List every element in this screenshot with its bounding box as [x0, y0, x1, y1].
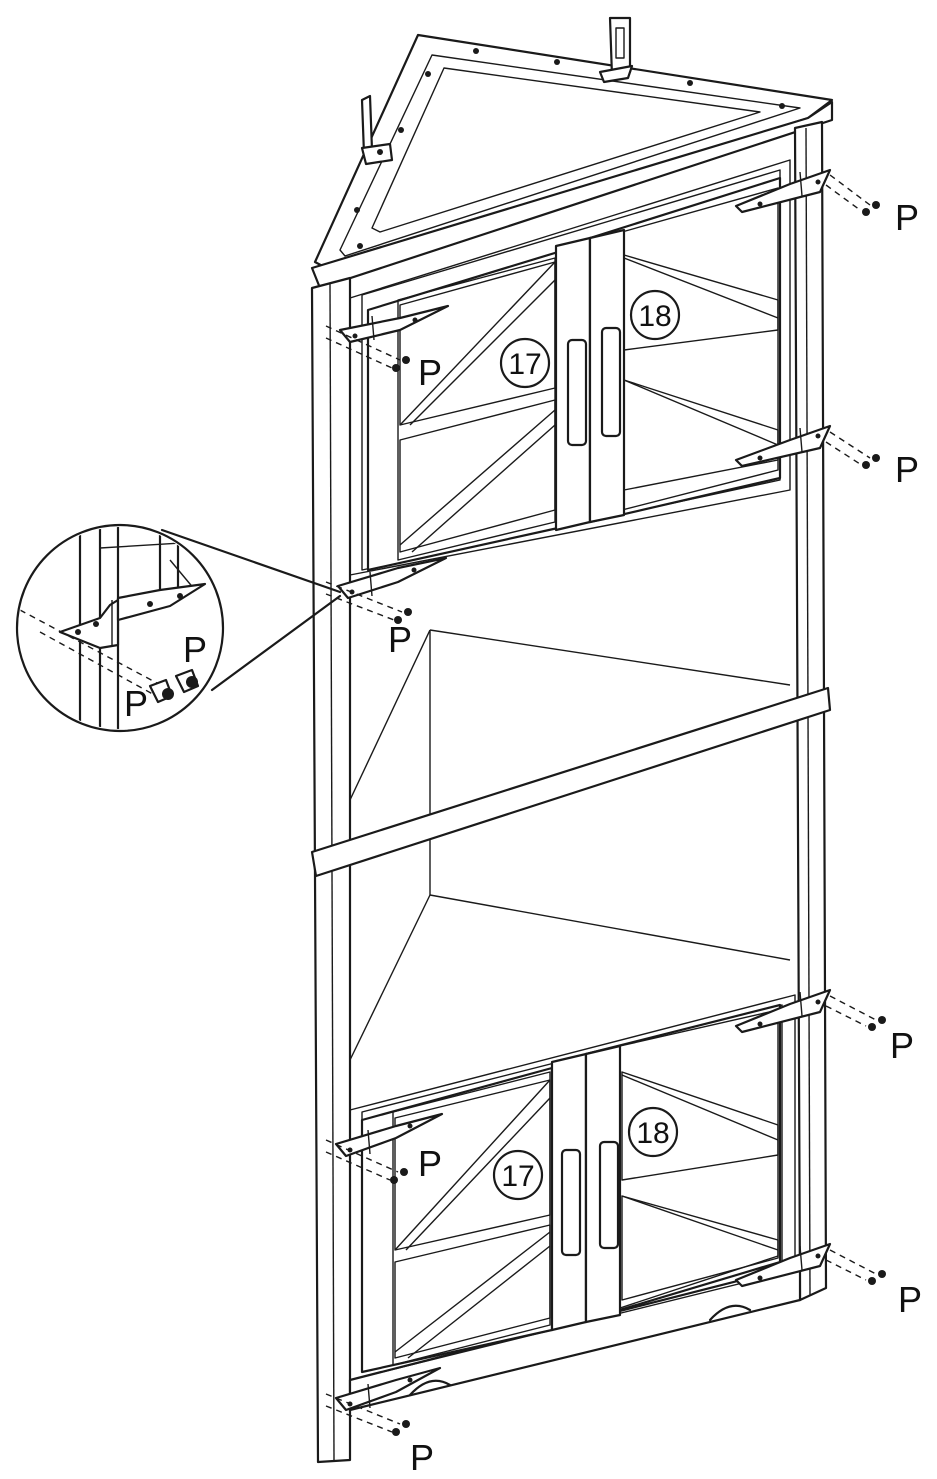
screw-label-p: P [895, 197, 919, 238]
hinge-upper-left-bottom [336, 556, 448, 600]
screw-label-p: P [418, 1143, 442, 1184]
anti-tip-bracket-top [598, 16, 634, 84]
hinge-upper-right-top [734, 168, 832, 214]
lower-right-door [584, 1003, 782, 1324]
upper-right-door [588, 176, 782, 524]
screw-label-p: P [388, 619, 412, 660]
hinge-lower-right-bottom [734, 1242, 832, 1288]
screw-label-p: P [410, 1437, 434, 1478]
hinge-lower-right-top [734, 988, 832, 1034]
part-number-18-lower: 18 [636, 1117, 669, 1150]
part-number-17-upper: 17 [508, 348, 541, 381]
open-shelves [310, 629, 832, 1061]
screw-label-p: P [898, 1279, 922, 1320]
screw-label-p: P [418, 352, 442, 393]
screw-labels: P P P P P P P P P P [124, 197, 922, 1478]
hinge-upper-right-bottom [734, 424, 832, 468]
screw-label-p: P [124, 683, 148, 724]
part-labels: 17 18 17 18 [492, 289, 681, 1201]
hinge-detail-callout [15, 523, 342, 733]
part-number-18-upper: 18 [638, 300, 671, 333]
upper-door-frame [349, 159, 791, 576]
screw-label-p: P [895, 449, 919, 490]
hinge-upper-left-top [338, 304, 450, 344]
lower-left-door [360, 1052, 588, 1374]
anti-tip-bracket-left [360, 94, 394, 166]
screw-label-p: P [183, 629, 207, 670]
part-number-17-lower: 17 [501, 1160, 534, 1193]
top-panel [310, 33, 834, 290]
hinge-lower-left-top [334, 1112, 444, 1158]
upper-left-door [366, 236, 592, 572]
screw-label-p: P [890, 1025, 914, 1066]
